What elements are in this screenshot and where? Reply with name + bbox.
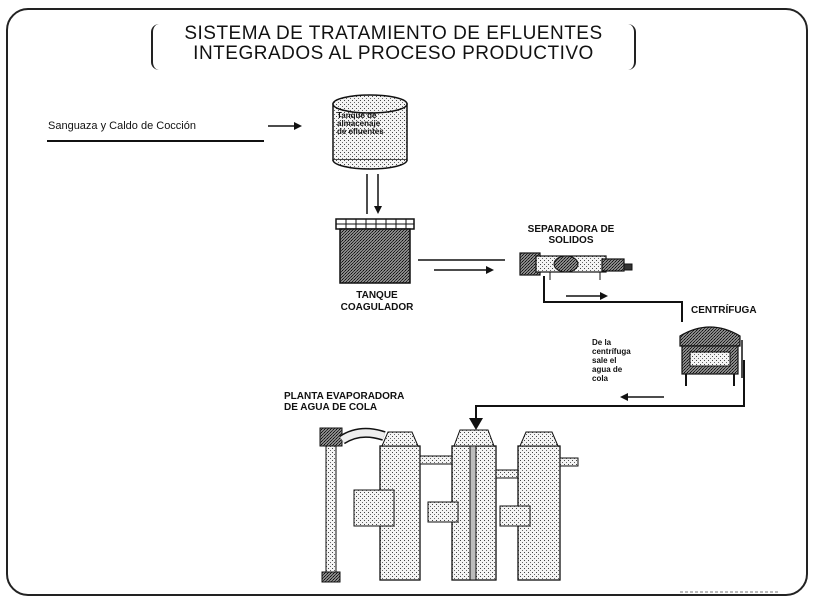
centrifuge-note-line-3: sale el: [592, 356, 617, 365]
centrifuge-machine-icon: [679, 326, 743, 386]
input-flow-line: [47, 122, 302, 142]
coagulator-tank-icon: [335, 218, 415, 284]
evaporator-label-line-1: PLANTA EVAPORADORA: [284, 391, 405, 402]
centrifuge-label: CENTRÍFUGA: [691, 305, 757, 316]
centrifuge-note-line-2: centrífuga: [592, 347, 631, 356]
down-arrows: [366, 174, 382, 214]
storage-tank-label-line-1: Tanque de: [337, 111, 377, 120]
separator-label-line-2: SOLIDOS: [548, 235, 594, 246]
arrow-to-separator: [418, 259, 505, 274]
coagulator-label-line-2: COAGULADOR: [340, 302, 414, 313]
input-label: Sanguaza y Caldo de Cocción: [48, 120, 196, 132]
centrifuge-to-evaporator-flow: [469, 360, 745, 430]
diagram-frame: [6, 8, 808, 596]
centrifuge-note-line-4: agua de: [592, 365, 623, 374]
coagulator-label-line-1: TANQUE: [356, 290, 398, 301]
storage-tank-label-line-3: de efluentes: [337, 127, 384, 136]
centrifuge-note-line-1: De la: [592, 338, 612, 347]
separator-machine-icon: [519, 252, 633, 280]
evaporator-label: PLANTA EVAPORADORA DE AGUA DE COLA: [284, 391, 404, 413]
evaporator-plant-icon: [319, 427, 579, 583]
separator-label: SEPARADORA DE SOLIDOS: [506, 224, 636, 246]
evaporator-label-line-2: DE AGUA DE COLA: [284, 402, 378, 413]
storage-tank-label-line-2: almacenaje: [337, 119, 381, 128]
title-line-2: INTEGRADOS AL PROCESO PRODUCTIVO: [193, 43, 594, 64]
storage-tank-icon: [332, 94, 408, 170]
coagulator-label: TANQUE COAGULADOR: [312, 290, 442, 314]
separator-to-centrifuge-flow: [543, 276, 683, 322]
centrifuge-note: De la centrífuga sale el agua de cola: [592, 338, 631, 383]
separator-label-line-1: SEPARADORA DE: [527, 224, 615, 235]
storage-tank-label: Tanque de almacenaje de efluentes: [337, 112, 405, 136]
title-line-1: SISTEMA DE TRATAMIENTO DE EFLUENTES: [184, 23, 603, 44]
diagram-title: SISTEMA DE TRATAMIENTO DE EFLUENTES INTE…: [151, 24, 636, 70]
centrifuge-note-line-5: cola: [592, 374, 609, 383]
